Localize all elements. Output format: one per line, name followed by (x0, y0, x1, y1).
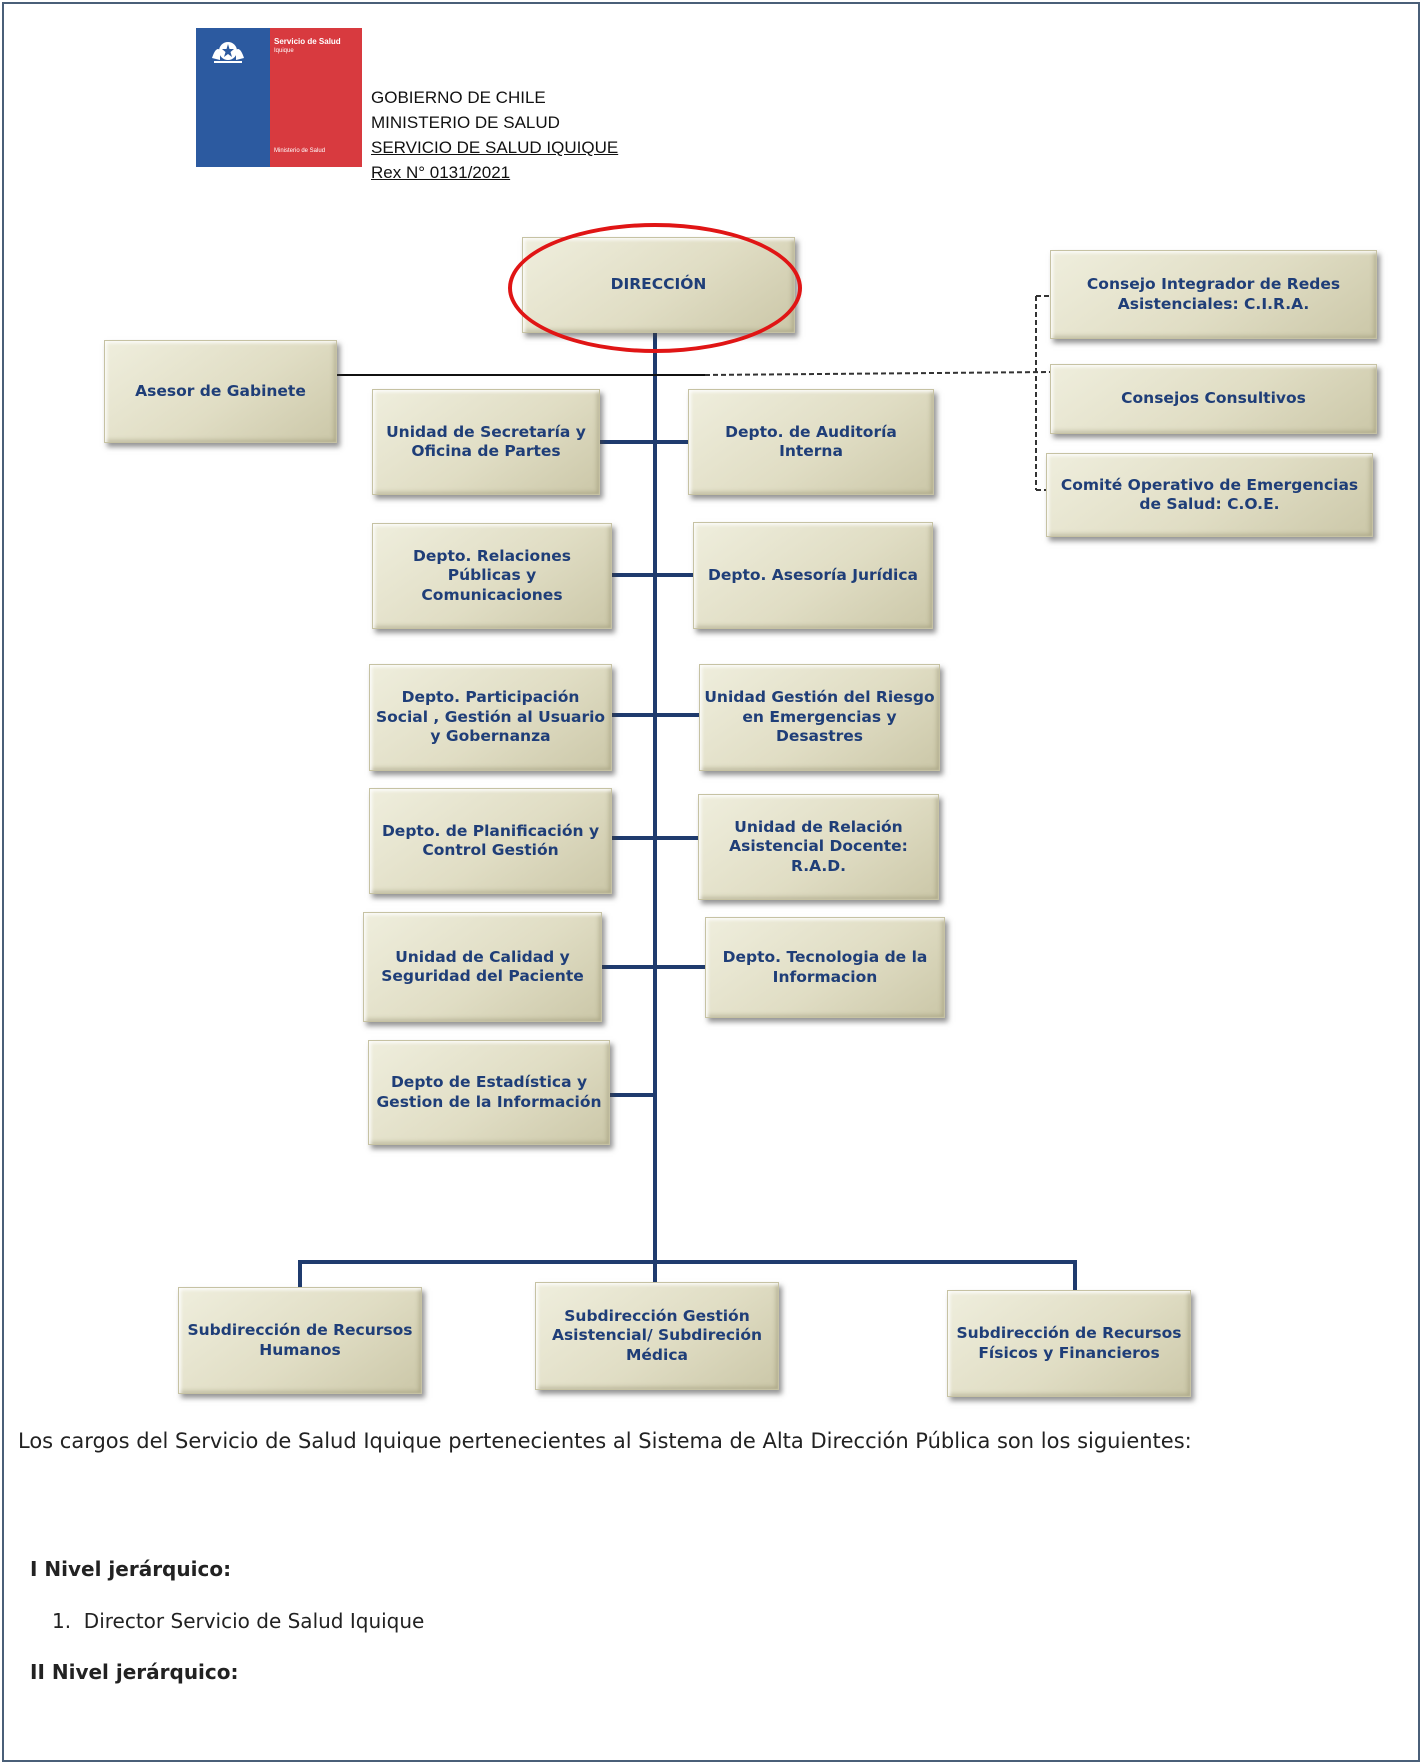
box-right-unit-rad[interactable]: Unidad de Relación Asistencial Docente: … (698, 794, 939, 900)
level-1-title: I Nivel jerárquico: (30, 1557, 232, 1581)
box-left-unit-secretaria[interactable]: Unidad de Secretaría y Oficina de Partes (372, 389, 600, 495)
box-subdireccion-gestion-asistencial[interactable]: Subdirección Gestión Asistencial/ Subdir… (535, 1282, 779, 1390)
header-line-ministry: MINISTERIO DE SALUD (371, 113, 560, 132)
ministry-logo: Servicio de Salud Iquique Ministerio de … (196, 28, 362, 167)
box-right-unit-auditoria[interactable]: Depto. de Auditoría Interna (688, 389, 934, 495)
box-subdireccion-recursos-humanos[interactable]: Subdirección de Recursos Humanos (178, 1287, 422, 1394)
header-line-service: SERVICIO DE SALUD IQUIQUE (371, 138, 619, 157)
logo-red-block (270, 28, 362, 167)
highlight-ellipse (508, 223, 802, 353)
document-header: GOBIERNO DE CHILE MINISTERIO DE SALUD SE… (371, 85, 618, 185)
box-left-unit-estadistica[interactable]: Depto de Estadística y Gestion de la Inf… (368, 1040, 610, 1145)
box-subdireccion-recursos-fisicos[interactable]: Subdirección de Recursos Físicos y Finan… (947, 1290, 1191, 1397)
box-council-cira[interactable]: Consejo Integrador de Redes Asistenciale… (1050, 250, 1377, 339)
box-left-unit-relaciones-publicas[interactable]: Depto. Relaciones Públicas y Comunicacio… (372, 523, 612, 629)
logo-bottom-text: Ministerio de Salud (274, 148, 326, 154)
level-1-item: 1. Director Servicio de Salud Iquique (52, 1609, 425, 1633)
header-line-resolution: Rex N° 0131/2021 (371, 163, 511, 182)
header-line-government: GOBIERNO DE CHILE (371, 88, 546, 107)
box-right-unit-gestion-riesgo[interactable]: Unidad Gestión del Riesgo en Emergencias… (699, 664, 940, 771)
box-asesor-gabinete[interactable]: Asesor de Gabinete (104, 340, 337, 443)
box-left-unit-participacion-social[interactable]: Depto. Participación Social , Gestión al… (369, 664, 612, 771)
box-right-unit-asesoria-juridica[interactable]: Depto. Asesoría Jurídica (693, 522, 933, 629)
box-right-unit-tecnologia[interactable]: Depto. Tecnologia de la Informacion (705, 917, 945, 1018)
box-left-unit-calidad[interactable]: Unidad de Calidad y Seguridad del Pacien… (363, 912, 602, 1022)
logo-blue-block (196, 28, 270, 167)
box-council-consultivos[interactable]: Consejos Consultivos (1050, 364, 1377, 434)
level-2-title: II Nivel jerárquico: (30, 1660, 239, 1684)
chile-coat-of-arms-icon (212, 42, 244, 63)
box-council-coe[interactable]: Comité Operativo de Emergencias de Salud… (1046, 453, 1373, 537)
logo-top-text: Servicio de Salud Iquique (274, 37, 341, 55)
intro-paragraph: Los cargos del Servicio de Salud Iquique… (18, 1429, 1192, 1453)
box-left-unit-planificacion[interactable]: Depto. de Planificación y Control Gestió… (369, 788, 612, 894)
